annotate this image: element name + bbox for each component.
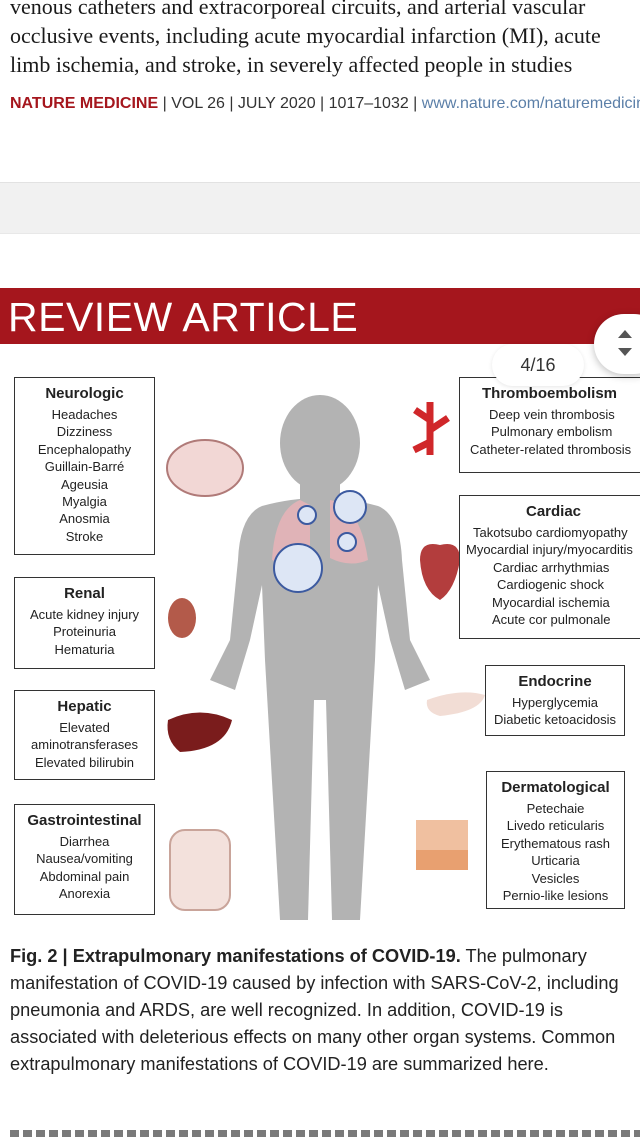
list-item: Myalgia: [62, 494, 107, 510]
figure-caption: Fig. 2 | Extrapulmonary manifestations o…: [10, 943, 640, 1078]
caption-line: associated with deleterious effects on m…: [10, 1027, 616, 1047]
list-item: Acute kidney injury: [29, 607, 140, 622]
article-body-text: venous catheters and extracorporeal circ…: [10, 0, 640, 79]
neurologic-box: Neurologic Headaches Dizziness Encephalo…: [14, 377, 155, 555]
virus-icon: [273, 490, 367, 593]
dermatological-box: Dermatological Petechaie Livedo reticula…: [486, 771, 625, 909]
liver-icon: [167, 712, 232, 752]
list-item: Encephalopathy: [37, 441, 132, 457]
list-item: aminotransferases: [31, 737, 138, 753]
pancreas-icon: [426, 692, 485, 716]
text-line: occlusive events, including acute myocar…: [10, 23, 601, 48]
journal-details: | VOL 26 | JULY 2020 | 1017–1032 |: [158, 95, 422, 112]
list-item: Nausea/vomiting: [36, 851, 133, 867]
box-title: Renal: [64, 585, 105, 602]
blood-vessel-icon: [412, 402, 450, 455]
intestine-icon: [169, 829, 231, 911]
gastrointestinal-box: Gastrointestinal Diarrhea Nausea/vomitin…: [14, 804, 155, 915]
page-indicator: 4/16: [492, 344, 584, 386]
list-item: Myocardial ischemia: [492, 594, 610, 610]
list-item: Elevated bilirubin: [34, 754, 134, 770]
cardiac-box: Cardiac Takotsubo cardiomyopathy Myocard…: [459, 495, 640, 639]
review-article-banner: REVIEW ARTICLE: [0, 288, 640, 344]
clipped-next-text-line: [10, 1130, 640, 1137]
list-item: Takotsubo cardiomyopathy: [473, 525, 628, 540]
list-item: Hematuria: [54, 641, 115, 657]
caption-line: The pulmonary: [460, 946, 587, 966]
brain-icon: [166, 439, 244, 497]
hepatic-box: Hepatic Elevated aminotransferases Eleva…: [14, 690, 155, 780]
box-title: Neurologic: [45, 385, 124, 402]
list-item: Abdominal pain: [39, 868, 130, 884]
journal-name: NATURE MEDICINE: [10, 95, 159, 112]
list-item: Hyperglycemia: [512, 695, 598, 710]
list-item: Erythematous rash: [500, 835, 611, 851]
text-line: limb ischemia, and stroke, in severely a…: [10, 52, 573, 77]
journal-url[interactable]: www.nature.com/naturemedicine: [421, 95, 640, 112]
list-item: Diabetic ketoacidosis: [493, 712, 617, 728]
list-item: Dizziness: [56, 424, 113, 440]
caption-line: extrapulmonary manifestations of COVID-1…: [10, 1054, 549, 1074]
box-title: Cardiac: [526, 503, 582, 520]
list-item: Myocardial injury/myocarditis: [466, 542, 633, 558]
box-title: Thromboembolism: [482, 385, 618, 402]
journal-footer: NATURE MEDICINE | VOL 26 | JULY 2020 | 1…: [10, 95, 640, 113]
list-item: Petechaie: [526, 801, 585, 816]
box-title: Hepatic: [57, 698, 112, 715]
list-item: Headaches: [51, 407, 118, 422]
thromboembolism-box: Thromboembolism Deep vein thrombosis Pul…: [459, 377, 640, 473]
list-item: Livedo reticularis: [506, 818, 605, 834]
kidney-icon: [168, 598, 196, 638]
caption-line: manifestation of COVID-19 caused by infe…: [10, 973, 619, 993]
box-title: Endocrine: [518, 673, 592, 690]
list-item: Urticaria: [531, 853, 580, 869]
list-item: Stroke: [65, 528, 104, 544]
list-item: Guillain-Barré: [44, 459, 125, 475]
box-title: Dermatological: [501, 779, 610, 796]
list-item: Catheter-related thrombosis: [470, 441, 632, 457]
scroll-up-down-icon: [618, 330, 632, 356]
page-separator: [0, 182, 640, 234]
list-item: Acute cor pulmonale: [492, 612, 611, 628]
list-item: Deep vein thrombosis: [489, 407, 615, 422]
box-title: Gastrointestinal: [27, 812, 142, 829]
list-item: Anosmia: [59, 511, 110, 527]
list-item: Cardiogenic shock: [497, 577, 604, 593]
list-item: Anorexia: [58, 886, 111, 902]
caption-title: Fig. 2 | Extrapulmonary manifestations o…: [10, 946, 461, 966]
text-line: venous catheters and extracorporeal circ…: [10, 0, 586, 19]
list-item: Pulmonary embolism: [491, 424, 613, 440]
list-item: Elevated: [59, 720, 110, 735]
fast-scroll-handle[interactable]: [594, 314, 640, 374]
list-item: Ageusia: [61, 476, 108, 492]
list-item: Pernio-like lesions: [502, 888, 609, 904]
list-item: Cardiac arrhythmias: [493, 559, 610, 575]
heart-icon: [420, 544, 460, 600]
figure-illustration: [166, 395, 485, 920]
list-item: Diarrhea: [59, 834, 110, 849]
list-item: Proteinuria: [53, 624, 116, 640]
endocrine-box: Endocrine Hyperglycemia Diabetic ketoaci…: [485, 665, 625, 736]
renal-box: Renal Acute kidney injury Proteinuria He…: [14, 577, 155, 669]
list-item: Vesicles: [531, 870, 580, 886]
caption-line: pneumonia and ARDS, are well recognized.…: [10, 1000, 563, 1020]
skin-icon: [416, 820, 468, 870]
